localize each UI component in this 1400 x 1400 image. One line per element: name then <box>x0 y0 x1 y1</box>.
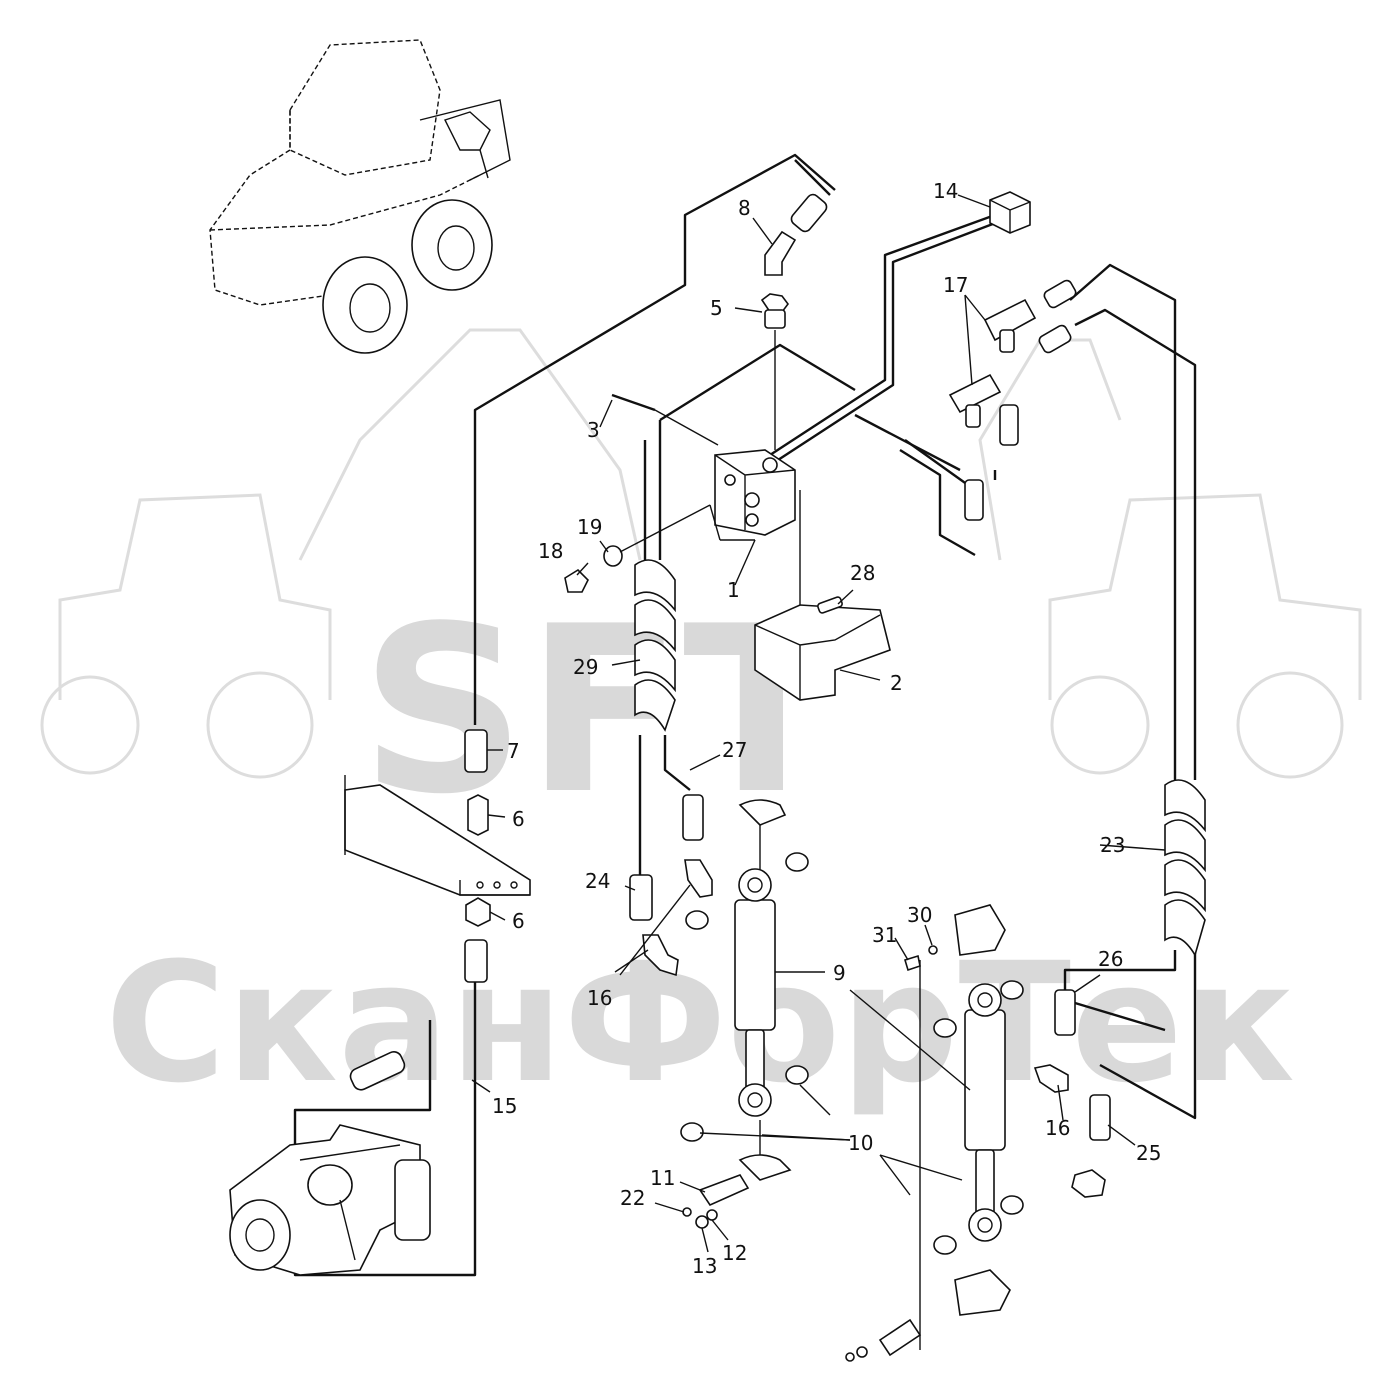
callout-28: 28 <box>850 561 875 585</box>
callout-29: 29 <box>573 655 598 679</box>
watermark-tractor-right-icon <box>978 338 1362 779</box>
part-10-washers-left <box>680 852 809 1142</box>
watermark-tractor-left-icon <box>40 328 642 779</box>
part-30-31-bolt-and-washer <box>904 945 938 972</box>
part-10-washers-right <box>933 980 1024 1255</box>
callout-27: 27 <box>722 738 747 762</box>
part-6-adapters <box>464 794 491 983</box>
machine-overview-illustration <box>209 39 511 354</box>
callout-16-right: 16 <box>1045 1116 1070 1140</box>
callout-8: 8 <box>738 196 751 220</box>
bottom-pin-right <box>845 1318 922 1362</box>
callout-30: 30 <box>907 903 932 927</box>
callout-13: 13 <box>692 1254 717 1278</box>
watermark-company-name: СканФорТек <box>105 927 1295 1119</box>
callout-5: 5 <box>710 296 723 320</box>
part-29-spiral-guard <box>634 559 676 732</box>
part-18-19-plug-and-washer <box>564 504 711 593</box>
callout-24: 24 <box>585 869 610 893</box>
callout-31: 31 <box>872 923 897 947</box>
part-17-tee-fittings <box>948 279 1077 521</box>
part-11-pin-left <box>698 799 792 1207</box>
callout-14: 14 <box>933 179 958 203</box>
callout-26: 26 <box>1098 947 1123 971</box>
part-7-hose-end <box>464 729 488 773</box>
callout-25: 25 <box>1136 1141 1161 1165</box>
part-3-bolt <box>611 393 719 446</box>
callout-17: 17 <box>943 273 968 297</box>
callout-19: 19 <box>577 515 602 539</box>
part-1-valve-block <box>709 449 796 586</box>
part-8-elbow-fitting <box>764 193 828 276</box>
callout-15: 15 <box>492 1094 517 1118</box>
hydraulic-pump <box>229 1051 431 1276</box>
part-5-adapter <box>760 293 789 450</box>
callout-12: 12 <box>722 1241 747 1265</box>
part-23-spiral-guard <box>1164 779 1206 957</box>
leader-lines <box>471 194 1166 1253</box>
callout-labels: 1 2 3 5 6 6 7 8 9 10 11 12 13 14 15 16 1… <box>492 179 1161 1278</box>
callout-6-lower: 6 <box>512 909 525 933</box>
part-16-elbows-left <box>629 794 713 977</box>
part-16-elbows-right <box>1033 989 1111 1198</box>
callout-3: 3 <box>587 418 600 442</box>
mounting-plate <box>344 775 531 896</box>
callout-10: 10 <box>848 1131 873 1155</box>
part-9-cylinder-left <box>734 800 776 1165</box>
callout-18: 18 <box>538 539 563 563</box>
callout-2: 2 <box>890 671 903 695</box>
callout-7: 7 <box>507 739 520 763</box>
callout-11: 11 <box>650 1166 675 1190</box>
callout-1: 1 <box>727 578 740 602</box>
callout-6-upper: 6 <box>512 807 525 831</box>
callout-16-left: 16 <box>587 986 612 1010</box>
hose-routes <box>293 153 1197 1277</box>
part-9-cylinder-right <box>919 904 1011 1350</box>
callout-22: 22 <box>620 1186 645 1210</box>
watermark: SFT СканФорТек <box>40 328 1362 1119</box>
callout-23: 23 <box>1100 833 1125 857</box>
callout-9: 9 <box>833 961 846 985</box>
part-12-13-22-small-hardware <box>682 1207 718 1229</box>
part-14-sensor <box>989 191 1031 234</box>
